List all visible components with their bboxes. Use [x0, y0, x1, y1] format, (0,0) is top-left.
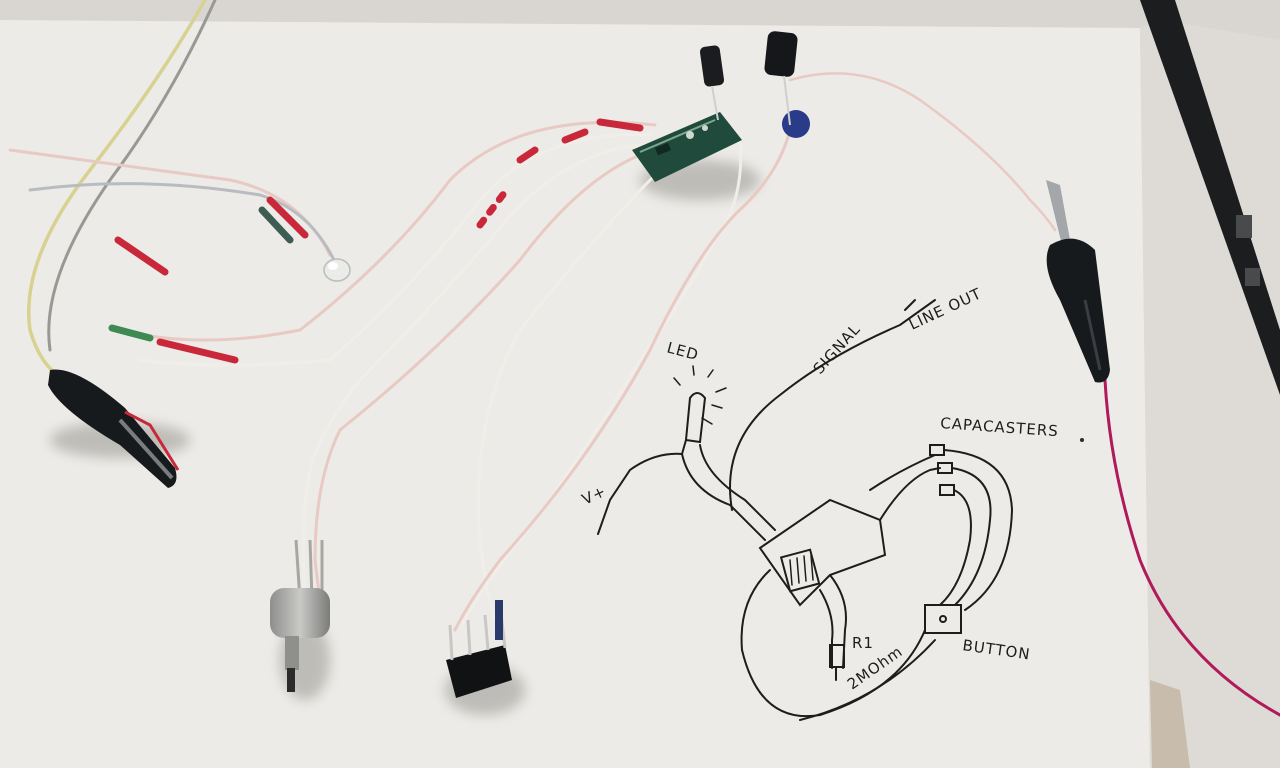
audio-jack	[446, 600, 512, 698]
label-r1: R1	[852, 634, 874, 652]
wire-jack-3	[453, 128, 792, 632]
wire-magenta	[1103, 378, 1280, 717]
wire-pcb-left-1	[118, 120, 657, 342]
sketch-button	[924, 604, 962, 634]
physical-led	[323, 258, 351, 282]
sketch-led-symbol	[684, 392, 707, 444]
alligator-clip-left	[48, 369, 180, 488]
wire-jack-1	[476, 168, 662, 622]
ruler	[1140, 0, 1280, 395]
wire-jack-2	[460, 138, 743, 627]
wire-pot-1	[301, 143, 647, 602]
pcb-module	[632, 112, 742, 182]
sketch-ic-die	[779, 548, 821, 593]
wire-pot-2	[313, 153, 642, 602]
sketch-ic-body	[758, 498, 887, 607]
physical-capacitors	[699, 31, 810, 138]
potentiometer	[270, 539, 330, 692]
wire-yellow	[27, 0, 207, 380]
wire-right-clip	[788, 72, 1057, 232]
schematic-sketch	[597, 299, 1014, 721]
wire-pcb-left-2	[138, 133, 652, 367]
heatshrink-segments	[108, 118, 644, 364]
ink-dot	[1080, 438, 1084, 442]
wire-gray	[47, 0, 217, 352]
alligator-clip-right	[1046, 180, 1110, 383]
wire-led-gray	[28, 182, 337, 264]
wire-bundle	[8, 0, 1280, 717]
